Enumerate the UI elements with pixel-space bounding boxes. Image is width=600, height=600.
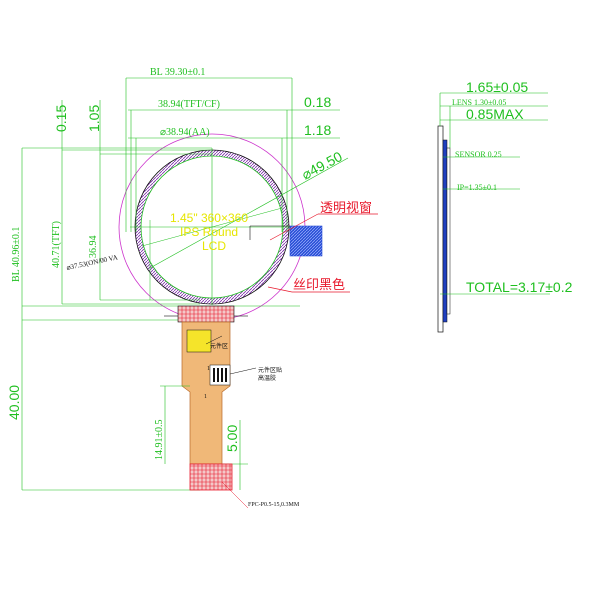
lcd-title-line3: LCD (202, 239, 226, 253)
connector-label: FPC-P0.5-15,0.3MM (248, 502, 300, 508)
side-cover-glass (437, 125, 444, 333)
inner-height-label: 36.94 (88, 236, 99, 259)
fpc-length-label: 14.91±0.5 (154, 420, 165, 461)
side-total: TOTAL=3.17±0.2 (466, 279, 573, 295)
dim-105-label: 1.05 (86, 105, 102, 132)
bl-height-label: BL 40.96±0.1 (11, 227, 22, 282)
component-note-2: 高温胶 (258, 374, 276, 382)
component-area-label: 元件区 (210, 342, 228, 350)
window-callout: 透明视窗 (320, 200, 372, 215)
bl-width-label: BL 39.30±0.1 (150, 67, 205, 78)
pin-1-lower: 1 (204, 394, 207, 400)
dim-118-label: 1.18 (304, 122, 331, 138)
tft-height-label: 40.71(TFT) (51, 221, 62, 268)
dim-015-label: 0.15 (53, 105, 69, 132)
window-block (289, 225, 323, 257)
side-panel (442, 139, 448, 323)
side-dim-085: 0.85MAX (466, 106, 524, 122)
tft-width-label: 38.94(TFT/CF) (158, 99, 220, 110)
side-dim-165: 1.65±0.05 (466, 79, 528, 95)
side-ip: IP=1.35±0.1 (457, 183, 497, 192)
side-backlight (446, 147, 451, 315)
pin-1-upper: 1 (207, 366, 210, 372)
total-height-label: 40.00 (6, 385, 22, 420)
component-note-1: 元件区贴 (258, 366, 282, 374)
lcd-title-line2: IPS Round (180, 225, 238, 239)
fpc-connector (189, 463, 233, 491)
ink-callout: 丝印黑色 (293, 277, 345, 292)
pin-stripes (213, 368, 227, 382)
side-lens: LENS 1.30±0.05 (452, 98, 506, 107)
aa-diameter-label: ⌀38.94(AA) (160, 127, 210, 138)
outer-diameter-label: ⌀49.50 (299, 148, 345, 183)
dim-018-label: 0.18 (304, 94, 331, 110)
side-sensor: SENSOR 0.25 (455, 150, 502, 159)
fpc-neck (177, 305, 235, 323)
component-area (186, 329, 212, 353)
lcd-title-line1: 1.45" 360×360 (170, 211, 248, 225)
stiffener-label: 5.00 (224, 425, 240, 452)
